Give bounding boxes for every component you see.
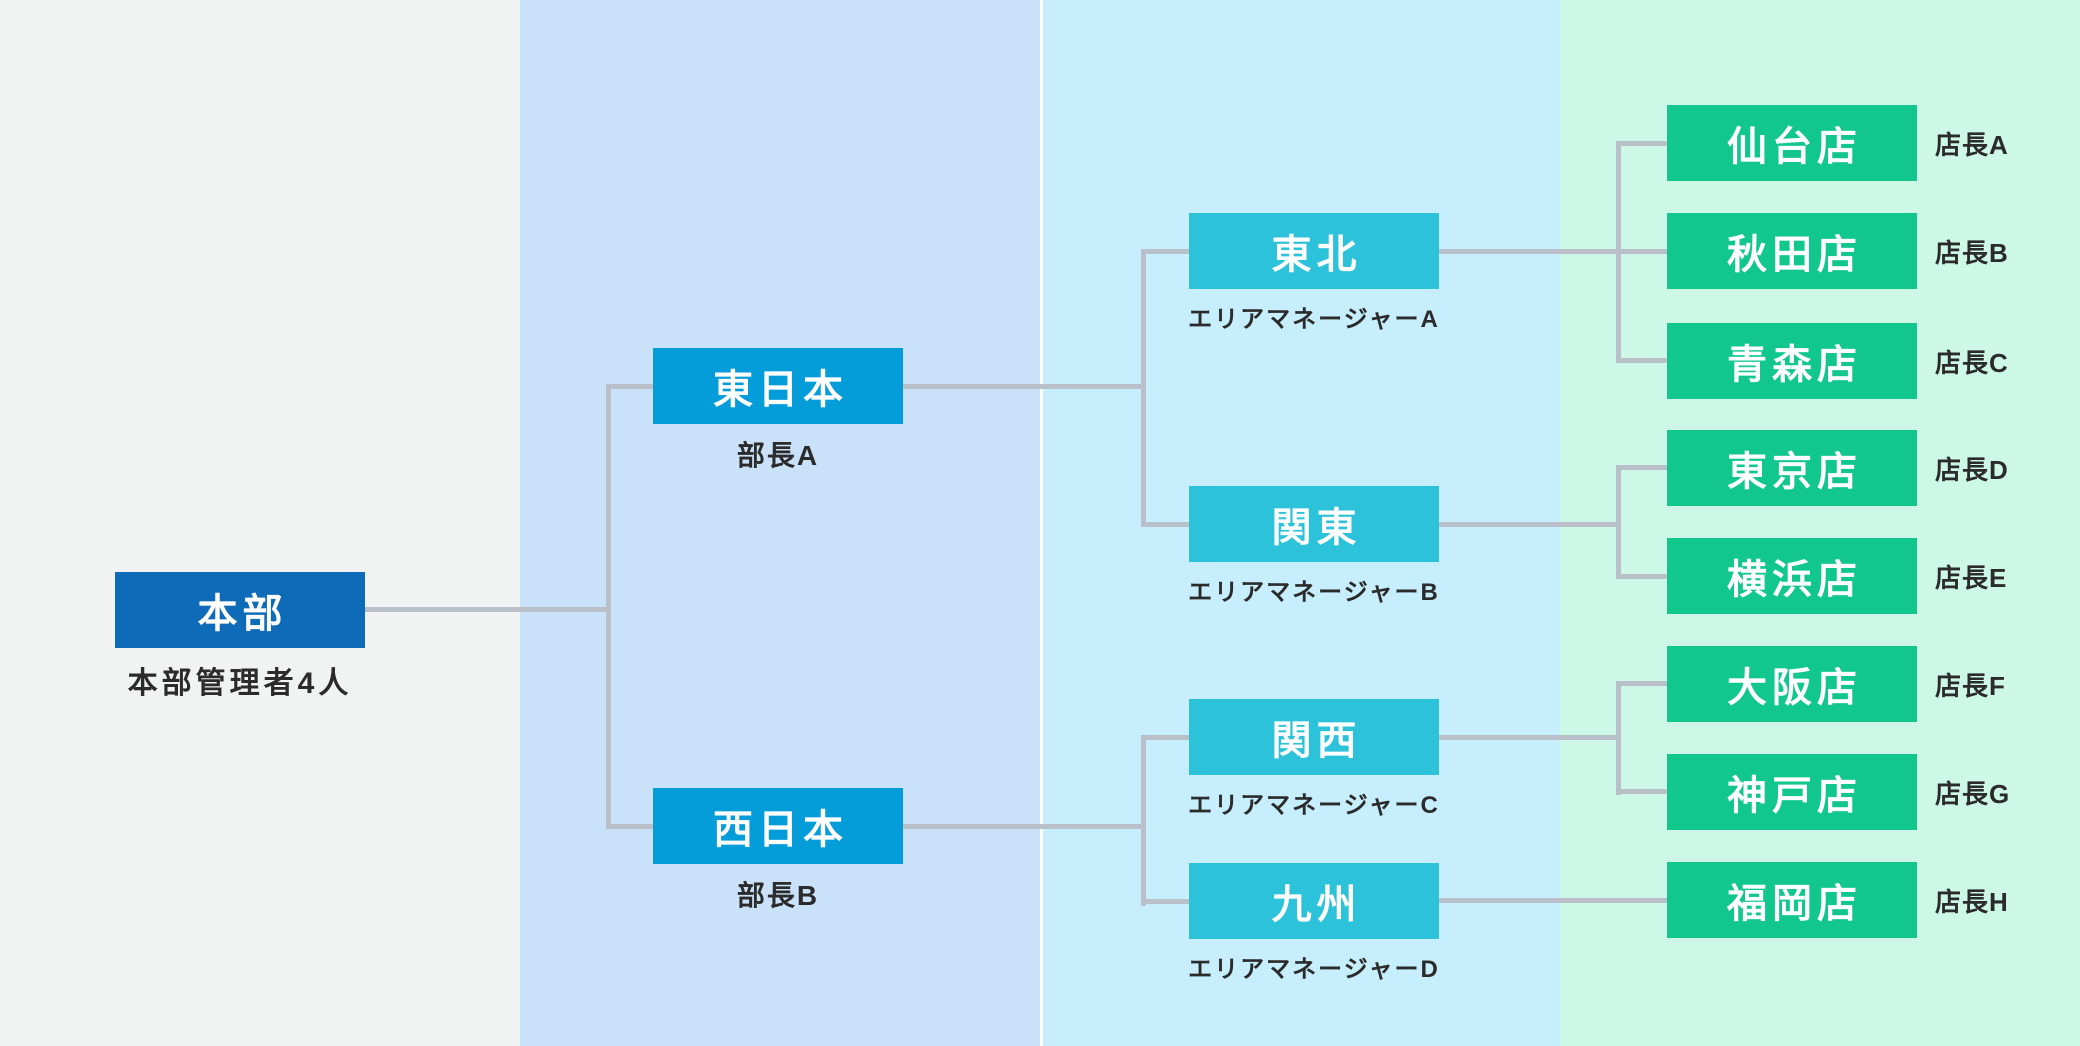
node-west-japan: 西日本 [653,788,903,864]
connector-to-akita [1616,249,1667,254]
connector-to-kobe [1616,789,1667,794]
connector-to-yokohama [1616,574,1667,579]
connector-kanto-stores-trunk [1616,465,1621,579]
connector-west-areas-trunk [1141,735,1146,906]
connector-west-japan-out [903,824,1146,829]
connector-kanto-out [1439,522,1621,527]
kansai-manager-label: エリアマネージャーC [1188,792,1440,819]
node-store-yokohama: 横浜店 [1667,538,1917,614]
fukuoka-manager-label: 店長H [1935,886,2009,917]
node-kansai: 関西 [1189,699,1439,775]
headquarters-staff-label: 本部管理者4人 [127,667,353,700]
connector-kansai-out [1439,735,1621,740]
west-japan-manager-label: 部長B [736,880,820,911]
connector-to-osaka [1616,681,1667,686]
kyushu-manager-label: エリアマネージャーD [1188,956,1440,983]
osaka-manager-label: 店長F [1935,670,2006,701]
node-kyushu: 九州 [1189,863,1439,939]
tohoku-manager-label: エリアマネージャーA [1188,306,1440,333]
connector-divisions-trunk [606,384,611,829]
kanto-manager-label: エリアマネージャーB [1188,579,1440,606]
yokohama-manager-label: 店長E [1935,562,2008,593]
node-store-kobe: 神戸店 [1667,754,1917,830]
band-divider-line [1040,0,1043,1046]
node-store-osaka: 大阪店 [1667,646,1917,722]
node-store-tokyo: 東京店 [1667,430,1917,506]
akita-manager-label: 店長B [1935,237,2009,268]
node-east-japan: 東日本 [653,348,903,424]
connector-to-kyushu [1141,899,1189,904]
node-headquarters: 本部 [115,572,365,648]
connector-to-east-japan [606,384,653,389]
node-store-fukuoka: 福岡店 [1667,862,1917,938]
connector-hq-out [365,607,611,612]
kobe-manager-label: 店長G [1935,778,2011,809]
sendai-manager-label: 店長A [1935,129,2009,160]
connector-to-fukuoka [1439,898,1667,903]
node-tohoku: 東北 [1189,213,1439,289]
tokyo-manager-label: 店長D [1935,454,2009,485]
node-kanto: 関東 [1189,486,1439,562]
connector-to-tokyo [1616,465,1667,470]
connector-to-tohoku [1141,249,1189,254]
connector-to-sendai [1616,141,1667,146]
band-headquarters [0,0,520,1046]
connector-tohoku-out [1439,249,1621,254]
node-store-sendai: 仙台店 [1667,105,1917,181]
connector-kansai-stores-trunk [1616,681,1621,795]
connector-east-japan-out [903,384,1146,389]
connector-to-aomori [1616,358,1667,363]
node-store-aomori: 青森店 [1667,323,1917,399]
east-japan-manager-label: 部長A [736,440,820,471]
connector-to-kanto [1141,522,1189,527]
connector-to-kansai [1141,735,1189,740]
node-store-akita: 秋田店 [1667,213,1917,289]
connector-to-west-japan [606,824,653,829]
connector-east-areas-trunk [1141,249,1146,527]
aomori-manager-label: 店長C [1935,347,2009,378]
